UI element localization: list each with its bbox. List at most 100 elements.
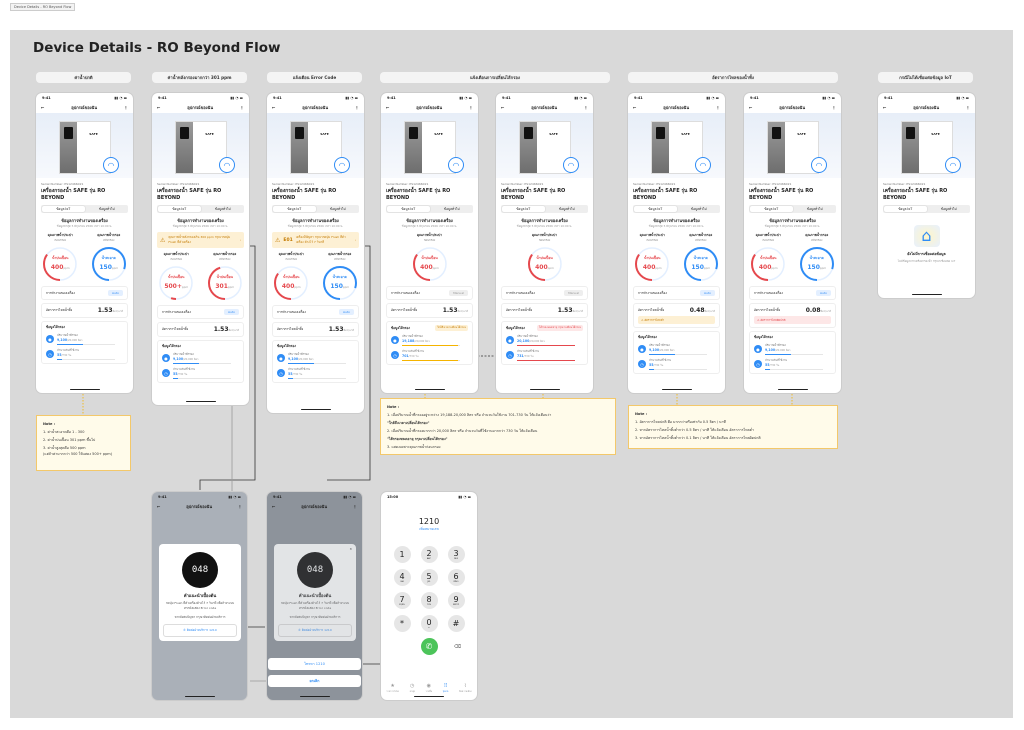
tab-iot[interactable]: ข้อมูล IoT: [502, 206, 545, 212]
back-arrow-icon[interactable]: ←: [272, 504, 276, 509]
back-arrow-icon[interactable]: ←: [272, 105, 276, 110]
tabs: ข้อมูล IoT ข้อมูลทั่วไป: [386, 205, 473, 213]
tab-general[interactable]: ข้อมูลทั่วไป: [558, 206, 575, 211]
call-1210-button[interactable]: โทรหา 1210: [268, 658, 361, 670]
usage-progress-bar: [649, 369, 707, 371]
dialer-tab[interactable]: ★รายการโปรด: [386, 683, 399, 693]
more-icon[interactable]: ⋮: [965, 105, 970, 110]
more-icon[interactable]: ⋮: [583, 105, 588, 110]
keypad-key[interactable]: 1: [393, 546, 411, 563]
tab-iot[interactable]: ข้อมูล IoT: [273, 206, 316, 212]
chevron-right-icon: ›: [354, 238, 356, 242]
back-arrow-icon[interactable]: ←: [633, 105, 637, 110]
back-arrow-icon[interactable]: ←: [386, 105, 390, 110]
tab-iot[interactable]: ข้อมูล IoT: [158, 206, 201, 212]
app-header: ←อุปกรณ์ของฉัน⋮: [628, 100, 725, 115]
mode-toggle[interactable]: Auto: [224, 309, 239, 315]
gauge-sub: หลังกรอง: [334, 257, 346, 261]
tab-iot[interactable]: ข้อมูล IoT: [387, 206, 430, 212]
tab-general[interactable]: ข้อมูลทั่วไป: [329, 206, 346, 211]
tab-general[interactable]: ข้อมูลทั่วไป: [214, 206, 231, 211]
home-indicator: [300, 408, 331, 410]
usage-progress-fill: [649, 354, 676, 356]
back-arrow-icon[interactable]: ←: [157, 504, 161, 509]
tab-general[interactable]: ข้อมูลทั่วไป: [806, 206, 823, 211]
back-arrow-icon[interactable]: ←: [501, 105, 505, 110]
more-icon[interactable]: ⋮: [468, 105, 473, 110]
more-icon[interactable]: ⋮: [715, 105, 720, 110]
more-icon[interactable]: ⋮: [123, 105, 128, 110]
call-button[interactable]: ✆: [420, 638, 438, 655]
dialer-tab[interactable]: ◷ล่าสุด: [410, 683, 415, 693]
delete-icon[interactable]: ⌫: [453, 643, 461, 650]
tab-iot[interactable]: ข้อมูล IoT: [634, 206, 677, 212]
contact-service-button[interactable]: ✆ ติดต่อฝ่ายบริการ 1210: [278, 624, 352, 637]
tab-iot[interactable]: ข้อมูล IoT: [884, 206, 927, 212]
tab-general[interactable]: ข้อมูลทั่วไป: [690, 206, 707, 211]
warning-banner[interactable]: ⚠คุณภาพน้ำหลังกรองเกิน 300 ppm กรุณากดปุ…: [157, 232, 244, 248]
dialer-tab[interactable]: ⌇ข้อความเสียง: [459, 683, 472, 693]
mode-toggle[interactable]: Auto: [108, 290, 123, 296]
more-icon[interactable]: ⋮: [237, 504, 242, 509]
close-icon[interactable]: ✕: [349, 547, 352, 551]
tab-general[interactable]: ข้อมูลทั่วไป: [940, 206, 957, 211]
back-arrow-icon[interactable]: ←: [157, 105, 161, 110]
add-number-link[interactable]: เพิ่มหมายเลข: [419, 527, 439, 531]
header-title: อุปกรณ์ของฉัน: [71, 105, 98, 110]
back-arrow-icon[interactable]: ←: [41, 105, 45, 110]
status-time: 9:41: [273, 495, 282, 499]
banner-text: เครื่องมีปัญหา กรุณากดปุ่ม Flush ที่ตัวเ…: [295, 235, 346, 244]
usage-title: ข้อมูลไส้กรอง: [277, 344, 296, 348]
more-icon[interactable]: ⋮: [239, 105, 244, 110]
keypad-key[interactable]: *: [393, 615, 411, 632]
mode-toggle[interactable]: Auto: [339, 309, 354, 315]
back-arrow-icon[interactable]: ←: [883, 105, 887, 110]
dialog-title: คำแนะนำเบื้องต้น: [183, 593, 217, 598]
section-label-filter: แจ้งเตือนการเปลี่ยนไส้กรอง: [380, 72, 610, 83]
tab-iot[interactable]: ข้อมูล IoT: [42, 206, 85, 212]
tab-iot[interactable]: ข้อมูล IoT: [750, 206, 793, 212]
dialer-tab[interactable]: ⠿ปุ่มกด: [443, 683, 449, 693]
flow-warning: ⚠ อัตราการไหลผิดปกติ: [754, 316, 831, 324]
tab-general[interactable]: ข้อมูลทั่วไป: [443, 206, 460, 211]
gauge-ring: [751, 247, 786, 281]
mode-toggle[interactable]: Manual: [449, 290, 468, 296]
mode-toggle[interactable]: Auto: [816, 290, 831, 296]
back-arrow-icon[interactable]: ←: [749, 105, 753, 110]
serial-number: Serial Number: PS12466021: [157, 182, 200, 186]
usage-label: ปริมาณน้ำที่กรอง: [649, 343, 670, 347]
more-icon[interactable]: ⋮: [352, 504, 357, 509]
gauge-value: 400: [535, 264, 548, 271]
keypad-key[interactable]: #: [447, 615, 465, 632]
dialer-tab[interactable]: ◉รายชื่อ: [426, 683, 432, 693]
tab-label: รายชื่อ: [425, 690, 433, 693]
gauge-status: น้ำสะอาด: [693, 256, 708, 260]
keypad-key[interactable]: 0+: [420, 615, 438, 632]
mode-toggle[interactable]: Manual: [564, 290, 583, 296]
contact-service-button[interactable]: ✆ ติดต่อฝ่ายบริการ 1210: [163, 624, 237, 637]
section-updated: ข้อมูลล่าสุด 5 มิถุนายน 2566 เวลา 10:00 …: [516, 224, 573, 228]
flow-value: 1.53: [328, 326, 344, 333]
serial-number: Serial Number: PS12466021: [883, 182, 926, 186]
more-icon[interactable]: ⋮: [831, 105, 836, 110]
tab-general[interactable]: ข้อมูลทั่วไป: [98, 206, 115, 211]
cancel-button[interactable]: ยกเลิก: [268, 675, 361, 687]
mode-label: การทำงานของเครื่อง: [506, 290, 535, 295]
mode-toggle[interactable]: Auto: [700, 290, 715, 296]
more-icon[interactable]: ⋮: [354, 105, 359, 110]
